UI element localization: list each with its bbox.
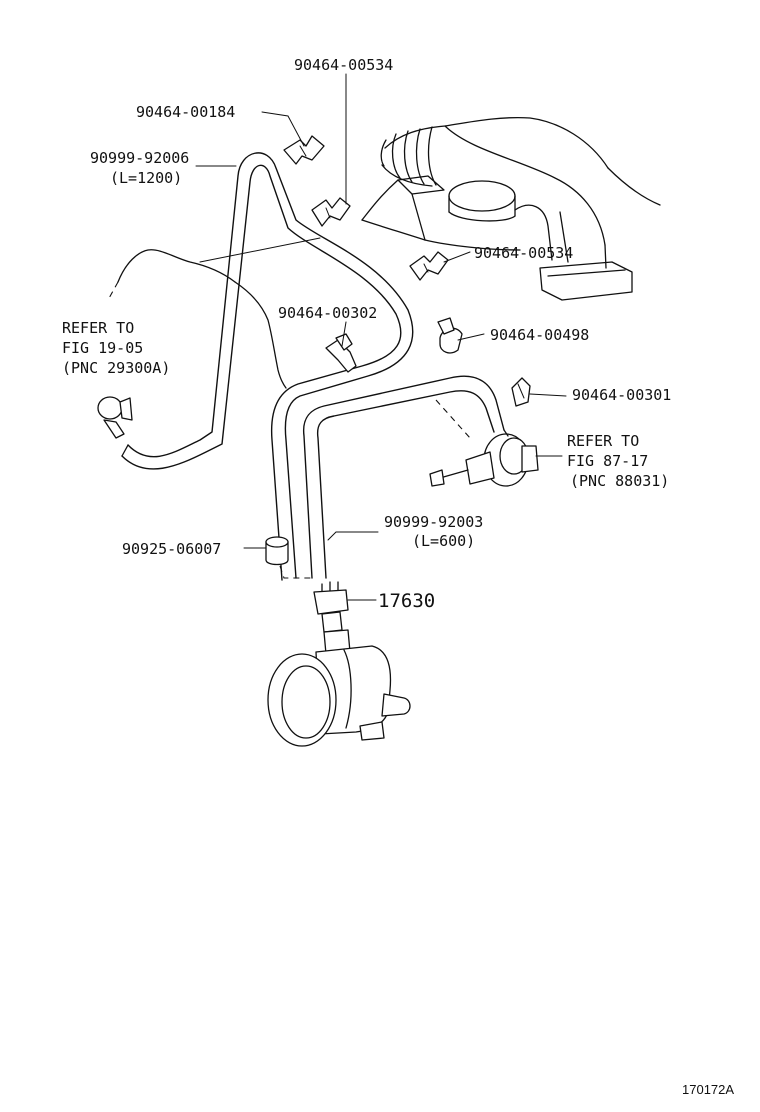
label-hose-long-length: (L=1200)	[110, 169, 182, 187]
clip-top-part	[311, 197, 351, 227]
sensor-17630-part	[313, 581, 349, 633]
label-sensor: 17630	[378, 590, 435, 612]
refer-left-line1: REFER TO	[62, 319, 134, 337]
cap-part	[265, 536, 314, 579]
label-clip-right-3: 90464-00301	[572, 386, 671, 404]
pnc-88031-part	[429, 399, 539, 487]
refer-left-line2: FIG 19-05	[62, 339, 143, 357]
refer-left-line3: (PNC 29300A)	[62, 359, 170, 377]
refer-right-line3: (PNC 88031)	[570, 472, 669, 490]
label-cap: 90925-06007	[122, 540, 221, 558]
hose-short	[302, 375, 505, 579]
pnc-29300a-part	[97, 396, 133, 439]
label-hose-short-length: (L=600)	[412, 532, 475, 550]
clip-center-part	[325, 333, 357, 373]
label-clip-right-2: 90464-00498	[490, 326, 589, 344]
label-clip-center: 90464-00302	[278, 304, 377, 322]
label-hose-long-part: 90999-92006	[90, 149, 189, 167]
leader-lines	[195, 73, 567, 601]
clip-upper-left-part	[283, 135, 325, 165]
label-clip-upper-left: 90464-00184	[136, 103, 235, 121]
label-clip-top: 90464-00534	[294, 56, 393, 74]
engine-block-outline	[107, 237, 321, 389]
pump-assembly	[267, 629, 411, 747]
label-clip-right-1: 90464-00534	[474, 244, 573, 262]
intake-manifold-outline	[361, 116, 661, 301]
hose-long	[121, 152, 414, 581]
clip-right-3-part	[511, 377, 531, 407]
clip-right-1-part	[409, 251, 449, 281]
clip-right-2-part	[437, 317, 463, 354]
refer-right-line2: FIG 87-17	[567, 452, 648, 470]
refer-right-line1: REFER TO	[567, 432, 639, 450]
label-hose-short-part: 90999-92003	[384, 513, 483, 531]
figure-id: 170172A	[682, 1082, 734, 1097]
